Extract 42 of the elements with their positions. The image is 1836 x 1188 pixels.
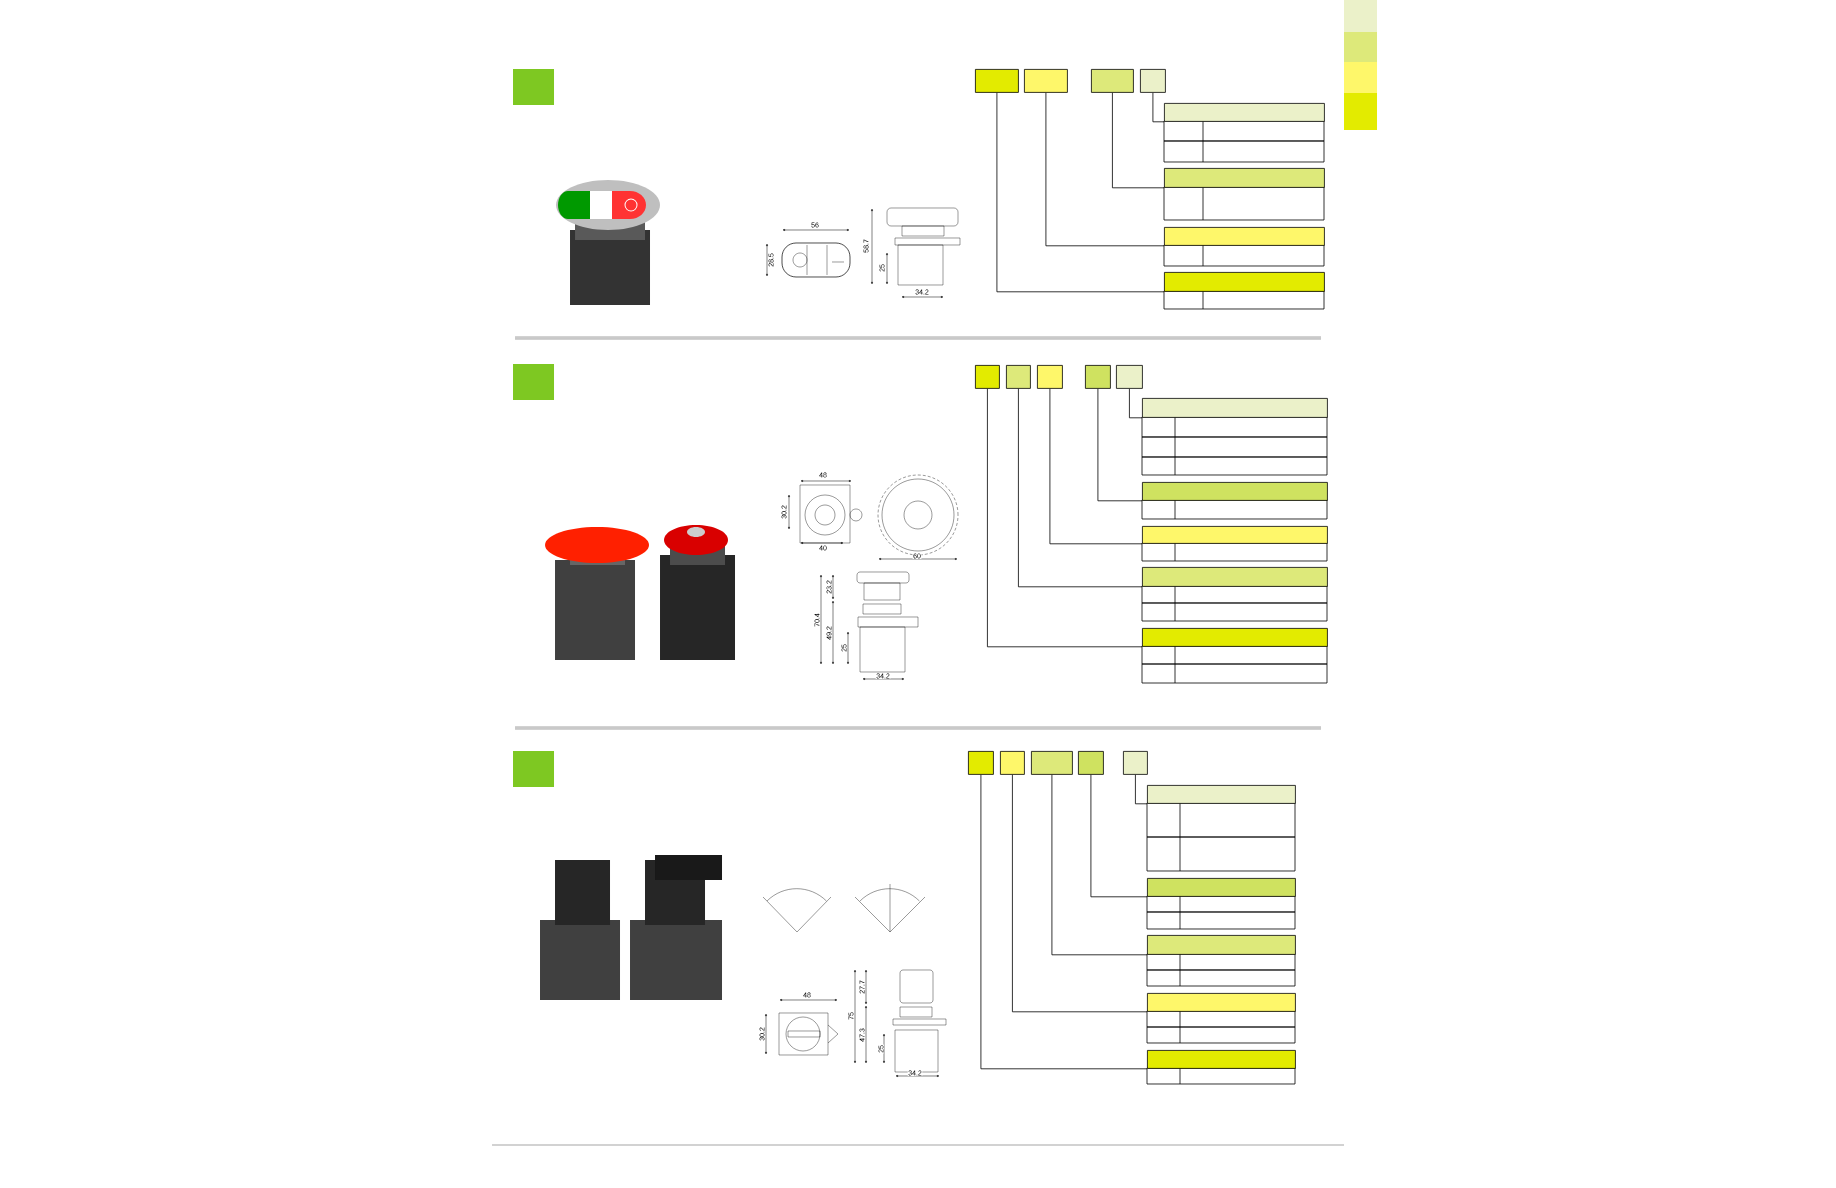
code-box — [1006, 365, 1031, 389]
table-header-bar — [1164, 168, 1325, 188]
code-box — [968, 751, 994, 775]
connector-line — [987, 388, 1143, 648]
table-header-bar — [1147, 878, 1296, 897]
connector-line — [980, 774, 1148, 1070]
connector-line — [1049, 388, 1143, 545]
table-header-bar — [1147, 993, 1296, 1012]
connector-line — [1012, 774, 1148, 1013]
code-box — [1091, 69, 1134, 93]
code-box — [1000, 751, 1025, 775]
connector-line — [1090, 774, 1148, 898]
code-box — [1123, 751, 1148, 775]
code-box — [1024, 69, 1068, 93]
connector-line — [1045, 92, 1165, 247]
code-box — [1031, 751, 1073, 775]
table-header-bar — [1142, 628, 1328, 647]
connector-line — [1097, 388, 1143, 502]
table-header-bar — [1142, 567, 1328, 587]
connector-line — [1152, 92, 1165, 123]
code-box — [1078, 751, 1104, 775]
table-header-bar — [1142, 398, 1328, 418]
connector-line — [1051, 774, 1148, 956]
table-header-bar — [1164, 103, 1325, 122]
code-box — [975, 69, 1019, 93]
connector-line — [1135, 774, 1148, 805]
code-box — [1140, 69, 1166, 93]
code-box — [975, 365, 1000, 389]
connector-line — [996, 92, 1165, 293]
connector-line — [1018, 388, 1143, 588]
table-header-bar — [1147, 785, 1296, 804]
code-box — [1085, 365, 1111, 389]
table-header-bar — [1142, 482, 1328, 501]
table-header-bar — [1147, 935, 1296, 955]
connector-line — [1129, 388, 1143, 419]
table-header-bar — [1164, 272, 1325, 292]
code-box — [1037, 365, 1063, 389]
table-header-bar — [1142, 526, 1328, 544]
table-header-bar — [1147, 1050, 1296, 1069]
table-header-bar — [1164, 227, 1325, 246]
connector-line — [1112, 92, 1165, 189]
code-box — [1116, 365, 1143, 389]
